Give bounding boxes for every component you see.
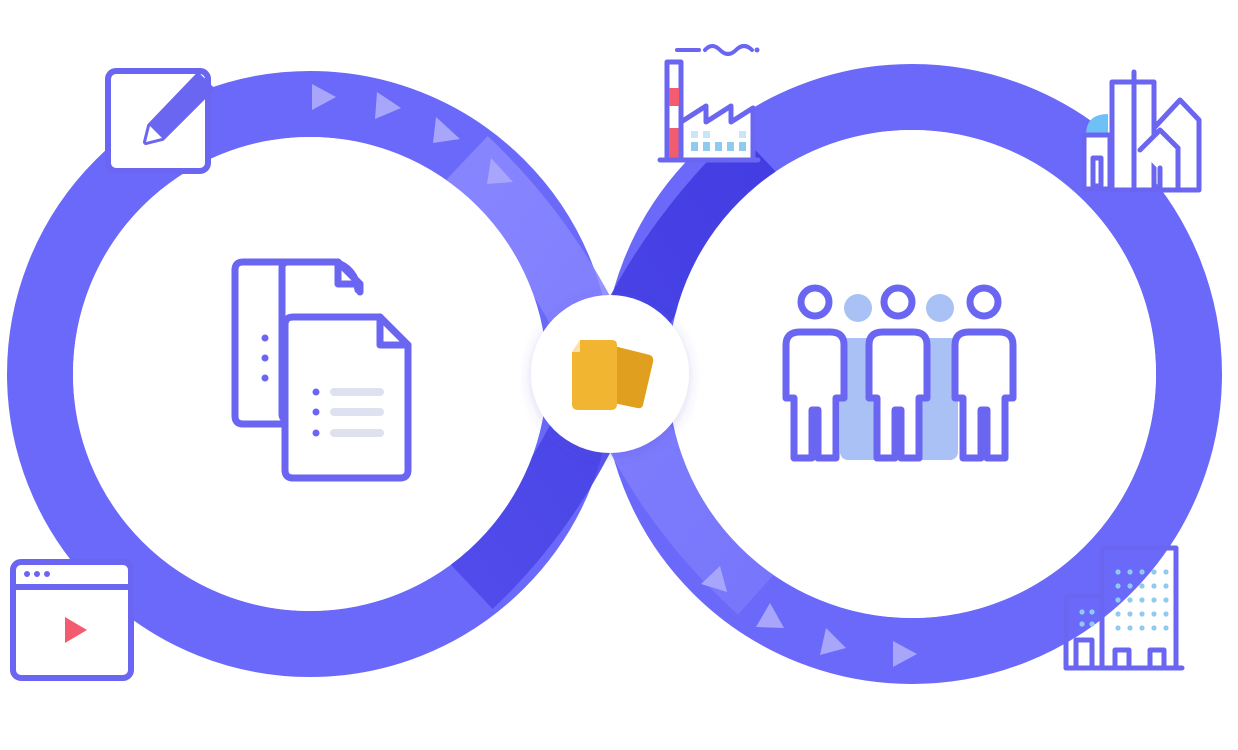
play-icon (65, 617, 87, 643)
flow-arrow (820, 628, 846, 655)
flow-arrows-top (312, 84, 513, 184)
flow-arrow (893, 641, 917, 667)
yellow-cards-logo-icon (572, 340, 654, 410)
video-player-icon (10, 559, 134, 681)
flow-arrow (375, 92, 401, 119)
documents-icon (231, 258, 412, 482)
flow-arrow (756, 603, 784, 628)
office-tower-icon (1063, 545, 1185, 671)
factory-icon (657, 44, 761, 163)
flow-arrow (487, 158, 513, 184)
flow-arrow (312, 84, 336, 110)
city-buildings-icon (1081, 69, 1202, 193)
people-group-icon (782, 284, 1017, 462)
flow-arrows-bottom (701, 566, 917, 667)
flow-arrow (701, 566, 727, 592)
hub (531, 295, 689, 453)
edit-note-icon (105, 68, 214, 174)
flow-arrow (433, 117, 460, 143)
